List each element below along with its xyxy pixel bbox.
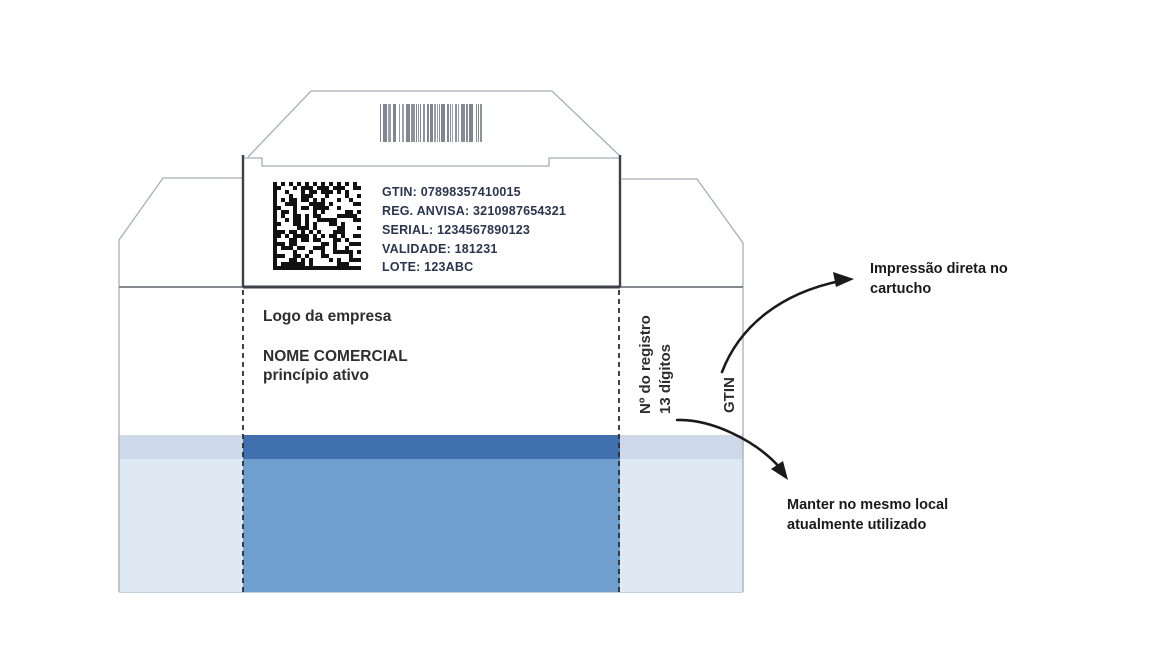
center-band — [243, 459, 620, 592]
barcode-1d — [380, 104, 482, 142]
annotation-text: Impressão direta no cartucho Manter no m… — [787, 261, 1008, 533]
registry-rotated-line1: Nº do registro — [637, 315, 654, 414]
top-flap-outline — [247, 90, 622, 158]
keep-location-line2: atualmente utilizado — [787, 517, 927, 533]
label-validade: VALIDADE: 181231 — [382, 242, 498, 256]
arrow-to-keep-location — [675, 418, 783, 471]
arrowhead-direct-print — [833, 272, 854, 287]
annotation-arrows — [675, 272, 854, 480]
arrowhead-keep-location — [771, 461, 788, 480]
label-gtin: GTIN: 07898357410015 — [382, 185, 521, 199]
front-panel-text: Logo da empresa NOME COMERCIAL princípio… — [263, 308, 408, 384]
commercial-name-text: NOME COMERCIAL — [263, 348, 408, 365]
keep-location-line1: Manter no mesmo local — [787, 497, 948, 513]
right-panel-outline — [622, 178, 744, 592]
gtin-rotated-label: GTIN — [721, 377, 738, 413]
active-ingredient-text: princípio ativo — [263, 367, 369, 384]
left-panel-outline — [118, 177, 243, 592]
color-bands — [119, 435, 743, 593]
direct-print-line2: cartucho — [870, 281, 931, 297]
tuck-notch-line — [243, 157, 621, 167]
rotated-labels: Nº do registro 13 dígitos GTIN — [637, 315, 738, 414]
datamatrix-code — [273, 182, 361, 270]
direct-print-line1: Impressão direta no — [870, 261, 1008, 277]
arrow-to-direct-print — [720, 279, 842, 374]
label-text-block: GTIN: 07898357410015 REG. ANVISA: 321098… — [382, 185, 566, 274]
carton-outline — [118, 90, 744, 592]
company-logo-text: Logo da empresa — [263, 308, 392, 325]
label-reg-anvisa: REG. ANVISA: 3210987654321 — [382, 204, 566, 218]
registry-rotated-line2: 13 dígitos — [657, 344, 674, 414]
center-band-dark — [243, 435, 620, 459]
label-serial: SERIAL: 1234567890123 — [382, 223, 530, 237]
label-lote: LOTE: 123ABC — [382, 260, 473, 274]
